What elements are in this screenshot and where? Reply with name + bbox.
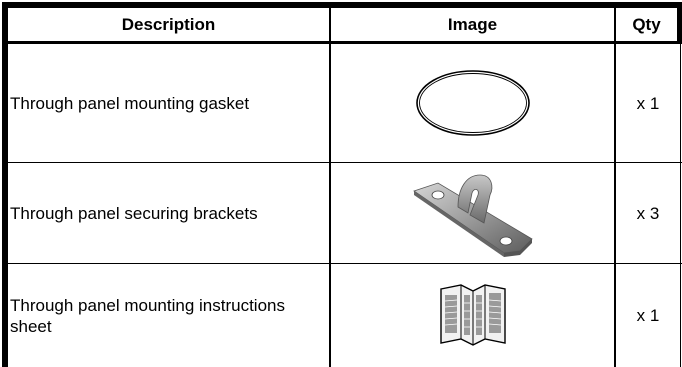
- header-image: Image: [447, 14, 498, 34]
- header-divider: [2, 41, 682, 44]
- bracket-icon: [412, 174, 533, 257]
- table-row-gasket-description: Through panel mounting gasket: [10, 93, 250, 113]
- row-divider: [2, 162, 682, 163]
- table-right-border: [677, 2, 682, 43]
- table-row-bracket-qty: x 3: [636, 203, 660, 223]
- table-row-bracket-description: Through panel securing brackets: [10, 203, 258, 223]
- table-row-instructions-image: [331, 264, 614, 367]
- table-row-instructions-description: Through panel mounting instructions shee…: [10, 295, 285, 336]
- table-left-border: [2, 2, 8, 367]
- header-qty: Qty: [632, 14, 661, 34]
- gasket-ring-icon: [415, 70, 530, 136]
- table-row-instructions-qty: x 1: [636, 306, 660, 325]
- table-row-gasket-qty: x 1: [636, 93, 660, 113]
- table-row-bracket-image: [331, 163, 614, 263]
- table-top-border: [2, 2, 682, 8]
- instruction-sheet-icon: [439, 283, 506, 346]
- row-divider: [2, 263, 682, 264]
- column-divider: [614, 2, 616, 367]
- column-divider: [329, 2, 331, 367]
- table-right-edge: [680, 44, 681, 367]
- table-row-gasket-image: [331, 44, 614, 162]
- header-description: Description: [121, 14, 216, 34]
